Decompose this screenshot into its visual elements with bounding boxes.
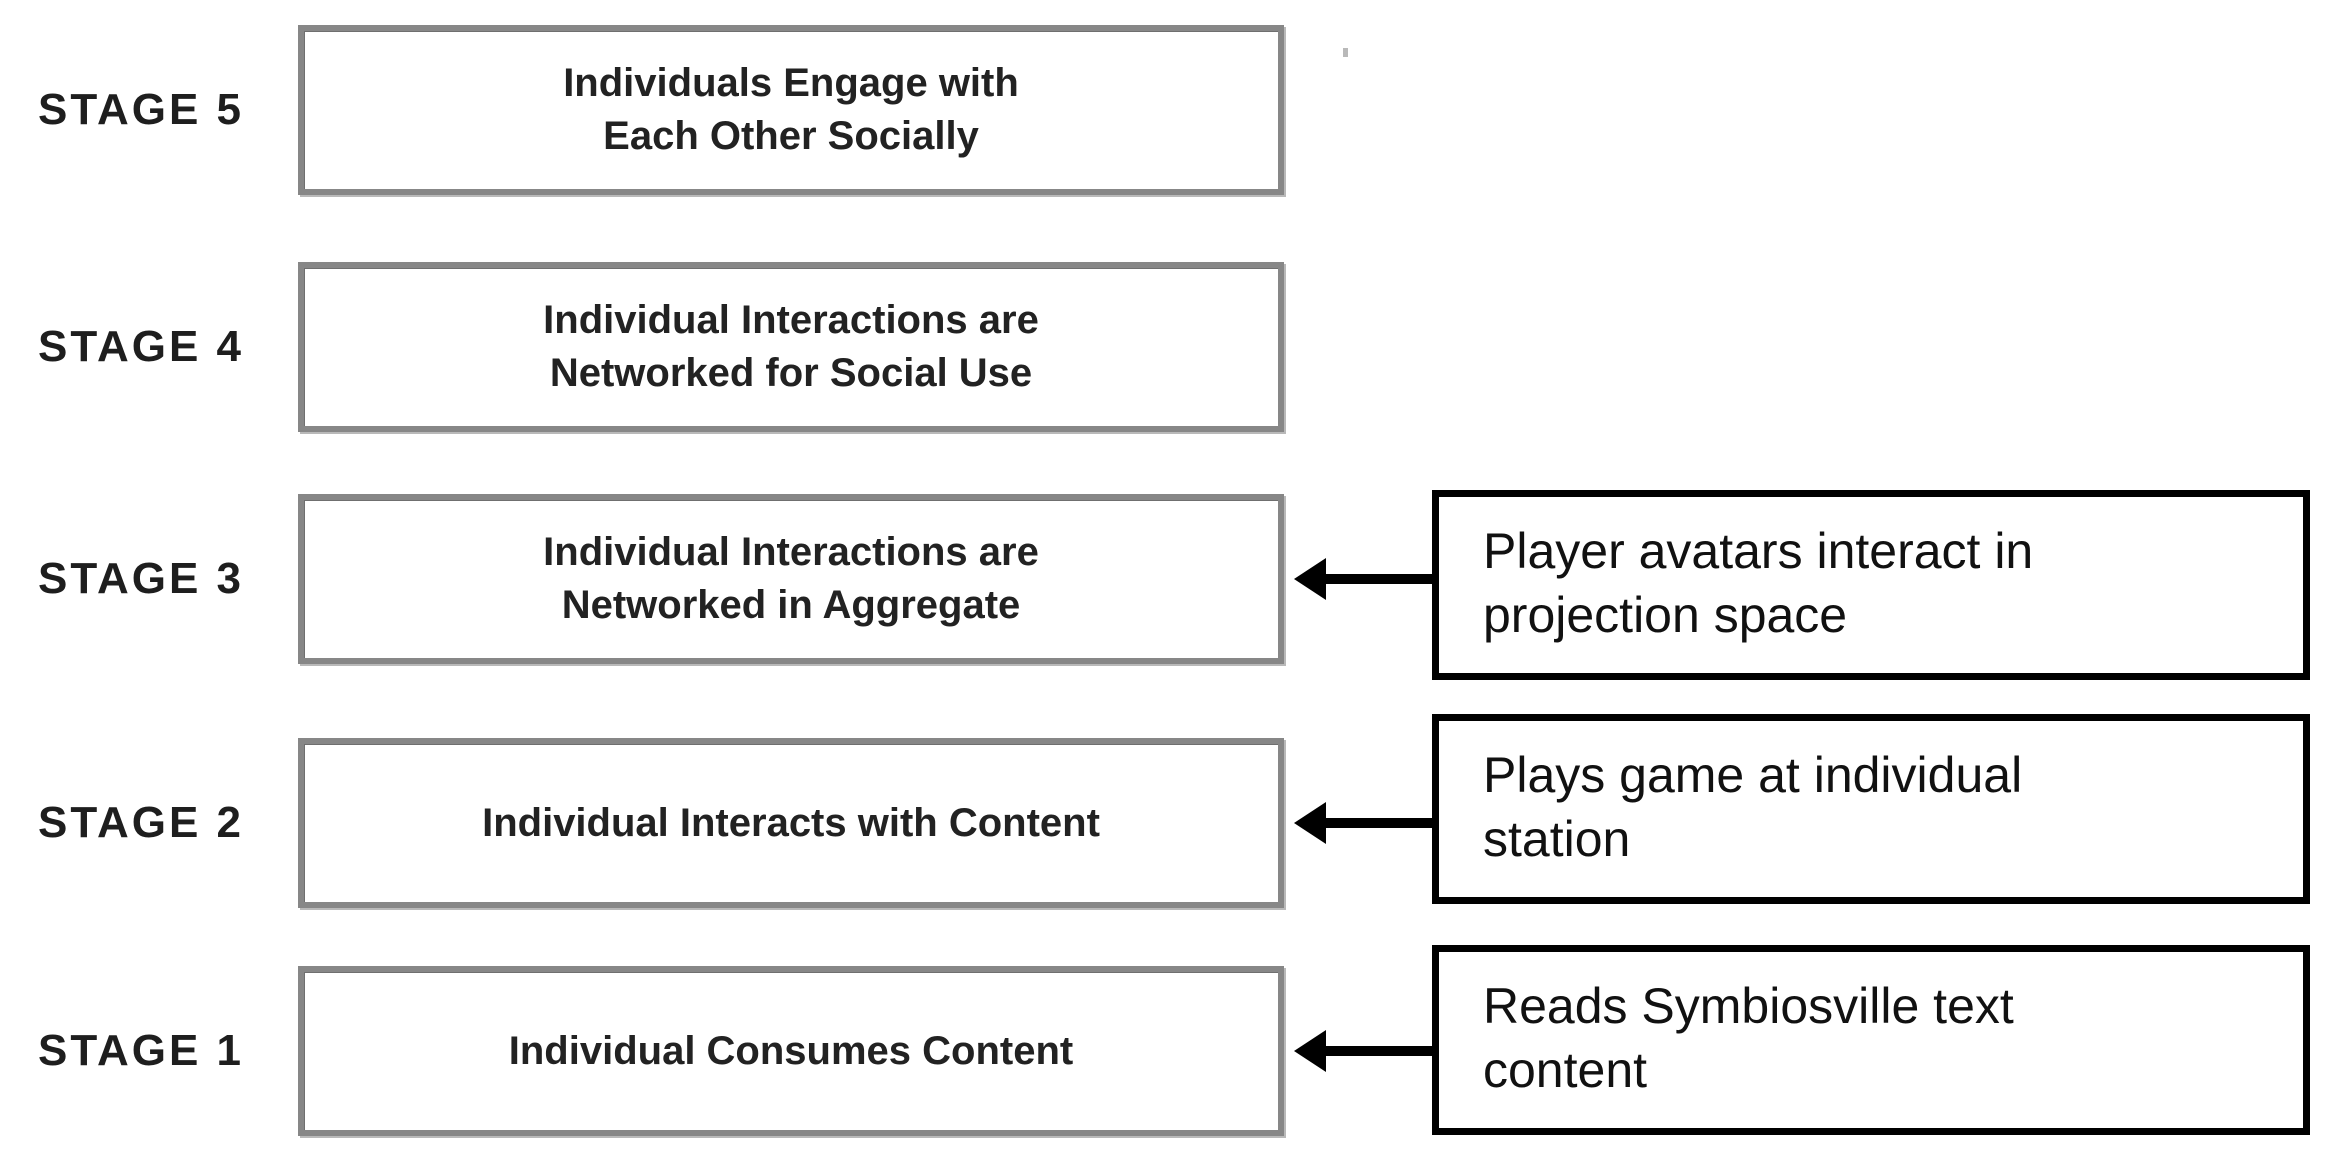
stage-5-row: STAGE 5 Individuals Engage with Each Oth… bbox=[0, 25, 2328, 195]
stage-2-label: STAGE 2 bbox=[38, 798, 245, 847]
stage-2-callout-box: Plays game at individual station bbox=[1432, 714, 2310, 904]
arrow-shaft bbox=[1322, 574, 1432, 584]
stage-2-row: STAGE 2 Individual Interacts with Conten… bbox=[0, 738, 2328, 908]
arrow-head bbox=[1294, 802, 1326, 844]
stage-1-label: STAGE 1 bbox=[38, 1026, 245, 1075]
stage-3-box-text-line2: Networked in Aggregate bbox=[561, 583, 1021, 627]
stage-3-callout-text-line1: Player avatars interact in bbox=[1483, 523, 2034, 579]
left-arrow-icon bbox=[1294, 558, 1432, 600]
stage-3-callout-text-line2: projection space bbox=[1483, 587, 1848, 643]
stage-3-row: STAGE 3 Individual Interactions are Netw… bbox=[0, 494, 2328, 664]
stage-4-row: STAGE 4 Individual Interactions are Netw… bbox=[0, 262, 2328, 432]
arrow-head bbox=[1294, 558, 1326, 600]
stage-3-callout-box: Player avatars interact in projection sp… bbox=[1432, 490, 2310, 680]
stage-4-box-text-line2: Networked for Social Use bbox=[549, 351, 1033, 395]
stage-1-callout-text-line2: content bbox=[1483, 1042, 1648, 1098]
arrow-shaft bbox=[1322, 1046, 1432, 1056]
stage-5-box-text-line2: Each Other Socially bbox=[603, 114, 979, 158]
left-arrow-icon bbox=[1294, 802, 1432, 844]
stage-1-callout-box: Reads Symbiosville text content bbox=[1432, 945, 2310, 1135]
stage-2-callout-text-line1: Plays game at individual bbox=[1483, 747, 2023, 803]
stage-1-box-text-line1: Individual Consumes Content bbox=[508, 1028, 1074, 1073]
stage-2-callout-text-line2: station bbox=[1483, 811, 1631, 867]
stage-3-label: STAGE 3 bbox=[38, 554, 245, 603]
arrow-shaft bbox=[1322, 818, 1432, 828]
stage-1-box: Individual Consumes Content bbox=[298, 966, 1284, 1136]
stage-1-row: STAGE 1 Individual Consumes Content bbox=[0, 966, 2328, 1136]
stage-2-box-text-line1: Individual Interacts with Content bbox=[482, 800, 1100, 845]
stage-4-box: Individual Interactions are Networked fo… bbox=[298, 262, 1284, 432]
stage-3-box: Individual Interactions are Networked in… bbox=[298, 494, 1284, 664]
stage-3-box-text-line1: Individual Interactions are bbox=[543, 530, 1039, 574]
stage-5-box: Individuals Engage with Each Other Socia… bbox=[298, 25, 1284, 195]
stage-5-box-text-line1: Individuals Engage with bbox=[563, 61, 1019, 105]
stage-5-label: STAGE 5 bbox=[38, 85, 245, 134]
stage-4-label: STAGE 4 bbox=[38, 322, 245, 371]
stage-2-box: Individual Interacts with Content bbox=[298, 738, 1284, 908]
left-arrow-icon bbox=[1294, 1030, 1432, 1072]
arrow-head bbox=[1294, 1030, 1326, 1072]
stage-1-callout-text-line1: Reads Symbiosville text bbox=[1483, 978, 2014, 1034]
speck-artifact bbox=[1343, 48, 1348, 57]
stage-4-box-text-line1: Individual Interactions are bbox=[543, 298, 1039, 342]
